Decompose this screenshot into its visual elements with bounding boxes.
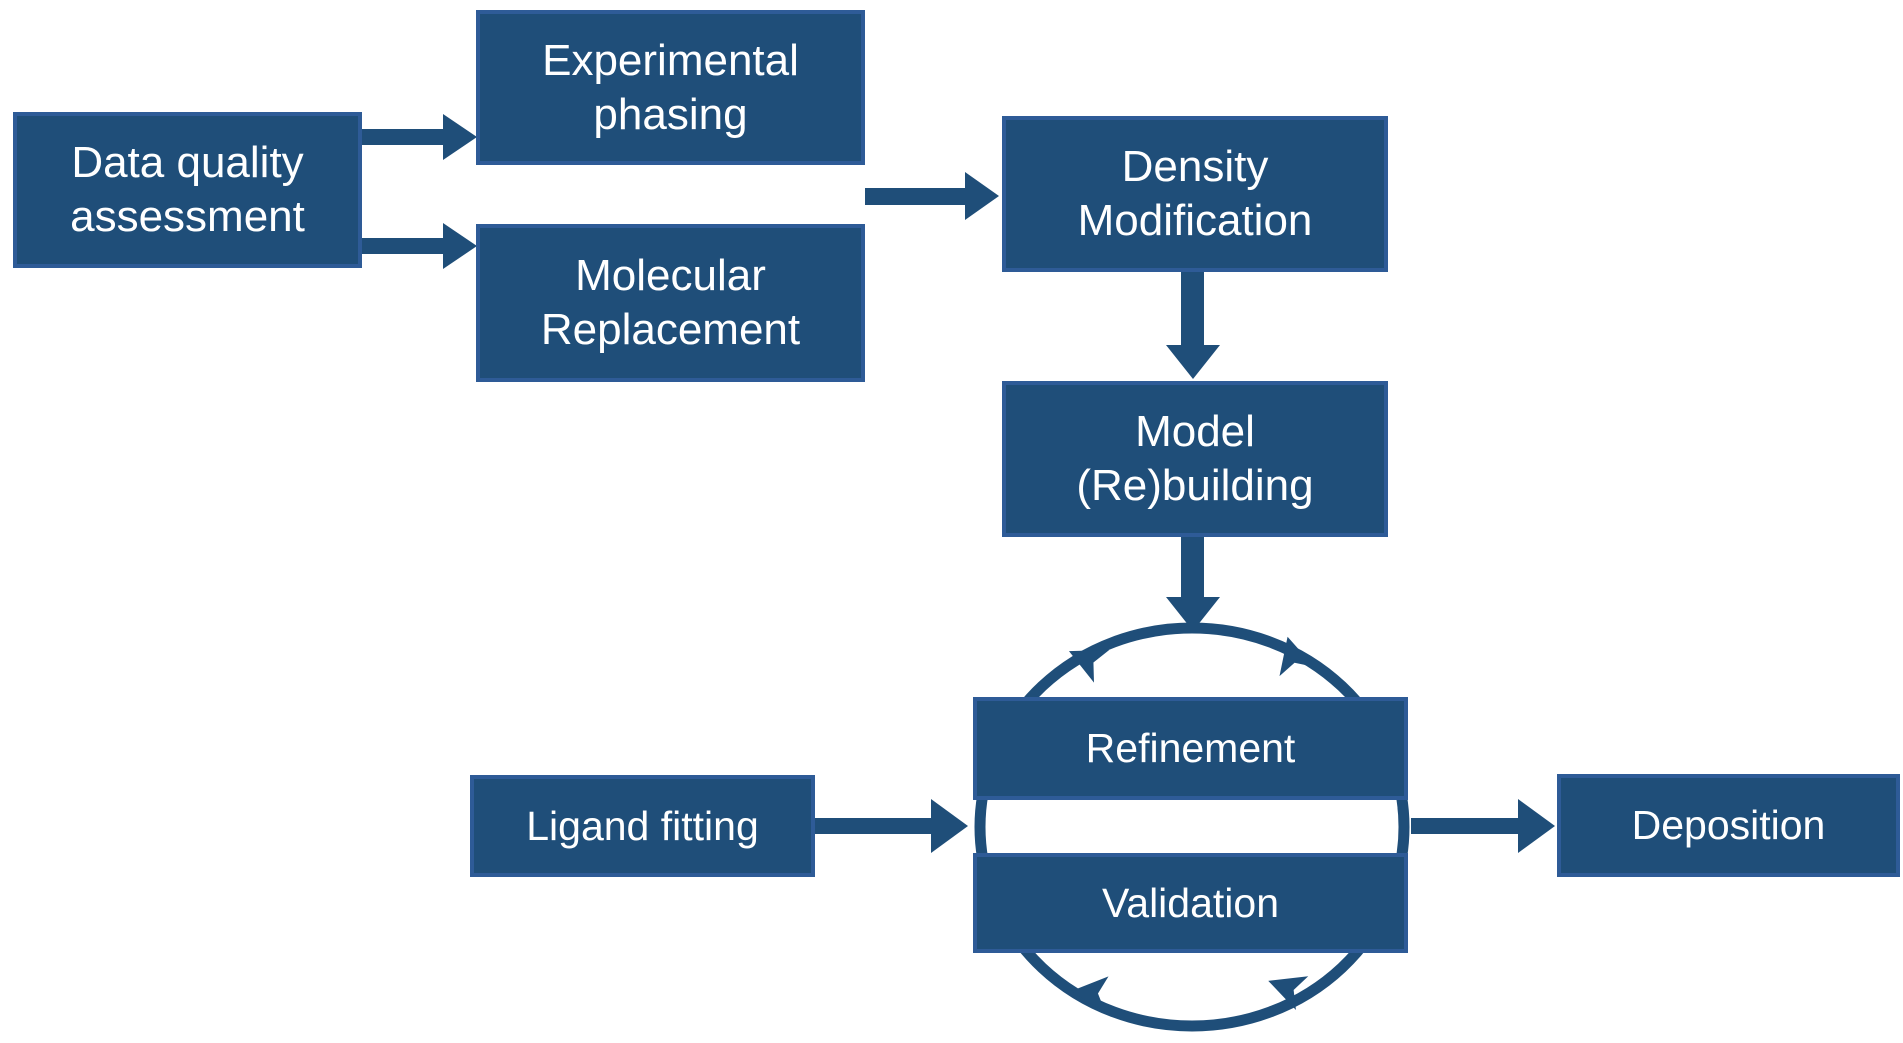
node-label-line: Modification <box>1077 196 1313 245</box>
arrow-model-to-cycle <box>1166 535 1220 631</box>
arrow-ligand-to-cycle <box>815 799 968 853</box>
node-label-line: Ligand fitting <box>526 802 759 849</box>
node-label-line: Experimental <box>542 35 799 85</box>
node-label-line: Replacement <box>540 305 801 354</box>
cycle-circle <box>974 622 1410 1032</box>
node-label-line: phasing <box>593 89 748 139</box>
node-molecular-replacement: Molecular Replacement <box>476 224 865 382</box>
node-label-line: assessment <box>70 192 305 241</box>
node-label-line: Validation <box>1101 879 1280 926</box>
node-refinement: Refinement <box>973 697 1408 800</box>
node-label-line: Data quality <box>71 138 304 188</box>
arrow-dataquality-to-molecular <box>362 223 477 269</box>
node-label-line: (Re)building <box>1076 461 1314 510</box>
node-label-line: Density <box>1121 142 1269 192</box>
node-density-modification: Density Modification <box>1002 116 1388 272</box>
cycle-arrowhead-bottom-right <box>1268 976 1309 1011</box>
node-model-rebuilding: Model (Re)building <box>1002 381 1388 537</box>
cycle-arrowhead-bottom-left <box>1071 976 1109 1013</box>
arrow-density-to-model <box>1166 272 1220 379</box>
node-label-line: Refinement <box>1085 725 1296 772</box>
arrow-cycle-to-deposition <box>1411 799 1555 853</box>
node-label-line: Deposition <box>1631 802 1826 849</box>
node-validation: Validation <box>973 853 1408 953</box>
node-experimental-phasing: Experimental phasing <box>476 10 865 165</box>
node-data-quality-assessment: Data quality assessment <box>13 112 362 268</box>
arrow-dataquality-to-experimental <box>362 114 477 160</box>
node-deposition: Deposition <box>1557 774 1900 877</box>
node-ligand-fitting: Ligand fitting <box>470 775 815 877</box>
arrow-phasing-to-density <box>865 172 999 220</box>
node-label-line: Model <box>1135 407 1255 457</box>
cycle-arrowhead-top-left <box>1068 650 1110 683</box>
node-label-line: Molecular <box>575 251 766 301</box>
cycle-arrowhead-top-right <box>1279 636 1315 677</box>
